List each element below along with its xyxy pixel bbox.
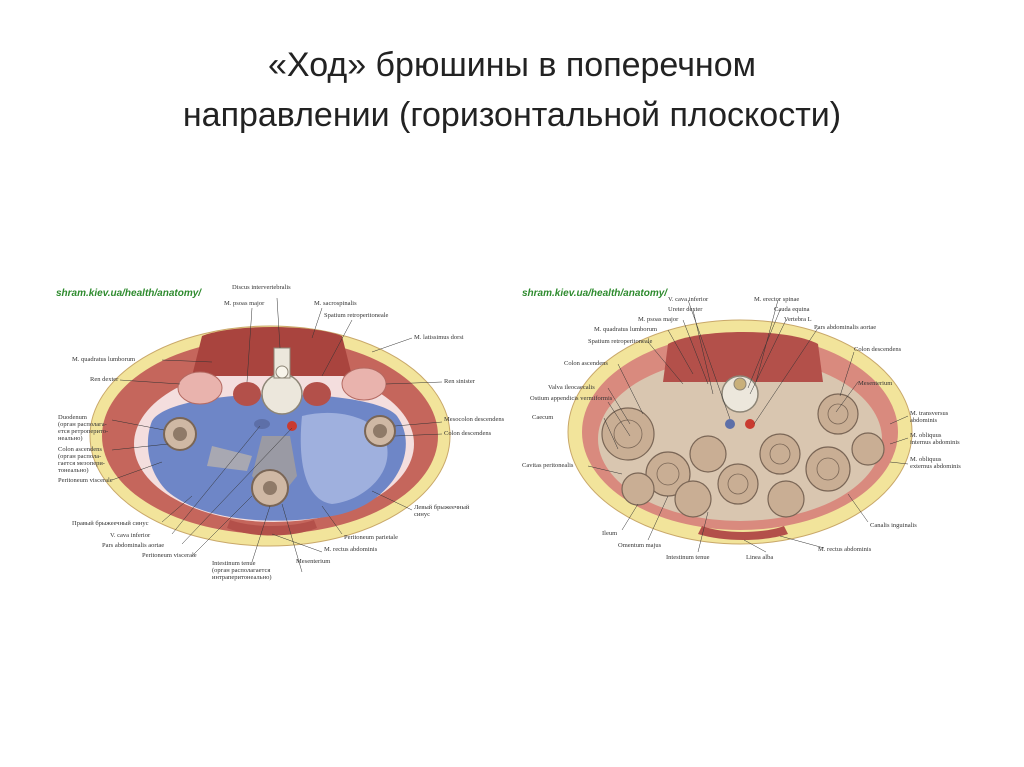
label-r-caecum: Caecum — [532, 414, 554, 421]
left-cross-section-figure: shram.kiev.ua/health/anatomy/ Discus int… — [52, 276, 505, 588]
slide-title-line-2: направлении (горизонтальной плоскости) — [182, 96, 842, 134]
label-r-ileum: Ileum — [602, 530, 618, 537]
label-r-vertebra: Vertebra L — [784, 316, 812, 323]
label-right-sinus: Правый брыжеечный синус — [72, 520, 149, 527]
label-r-transversus-1: M. transversus — [910, 410, 949, 417]
label-r-rectus: M. rectus abdominis — [818, 546, 872, 553]
label-colon-descendens: Colon descendens — [444, 430, 492, 437]
label-latissimus: M. latissimus dorsi — [414, 334, 464, 341]
label-intestinum: Intestinum tenue — [212, 560, 256, 567]
label-r-psoas: M. psoas major — [638, 316, 679, 323]
left-cross-section-drawing — [89, 297, 451, 573]
slide-title-line-1: «Ход» брюшины в поперечном — [268, 46, 756, 84]
label-r-cavitas: Cavitas peritonealis — [522, 462, 574, 469]
label-r-obl-ext-2: externus abdominis — [910, 463, 961, 470]
label-duodenum-note-2: ется ретроперито- — [58, 428, 109, 435]
label-ren-sinister: Ren sinister — [444, 378, 475, 385]
label-left-sinus-1: Левый брыжеечный — [414, 504, 470, 511]
label-ren-dexter: Ren dexter — [90, 376, 119, 383]
label-r-obl-ext-1: M. obliquus — [910, 456, 942, 463]
label-duodenum-note-1: (орган располага- — [58, 421, 107, 428]
label-intestinum-note-1: (орган располагается — [212, 567, 271, 574]
label-duodenum-note-3: неально) — [58, 435, 83, 442]
label-peritoneum-parietale: Peritoneum parietale — [344, 534, 398, 541]
slide-title: «Ход» брюшины в поперечном направлении (… — [0, 40, 1024, 140]
label-r-transversus-2: abdominis — [910, 417, 938, 424]
label-r-linea: Linea alba — [746, 554, 774, 561]
label-r-ureter: Ureter dexter — [668, 306, 703, 313]
label-duodenum: Duodenum — [58, 414, 87, 421]
label-r-ostium: Ostium appendicis vermiformis — [530, 395, 613, 402]
label-colon-asc-note-2: гается мезопери- — [58, 460, 105, 467]
label-peritoneum-viscerale: Peritoneum viscerale — [58, 477, 113, 484]
label-r-spatium: Spatium retroperitoneale — [588, 338, 653, 345]
label-psoas: M. psoas major — [224, 300, 265, 307]
label-colon-asc-note-3: тонеально) — [58, 467, 89, 474]
right-cross-section-figure: shram.kiev.ua/health/anatomy/ V. cava in… — [518, 284, 978, 580]
label-sacrospinalis: M. sacrospinalis — [314, 300, 357, 307]
right-watermark: shram.kiev.ua/health/anatomy/ — [522, 288, 668, 299]
label-r-cauda: Cauda equina — [774, 306, 810, 313]
label-r-pars-aorta: Pars abdominalis aortae — [814, 324, 877, 331]
label-intestinum-note-2: интраперитонеально) — [212, 574, 272, 581]
label-aorta: Pars abdominalis aortae — [102, 542, 165, 549]
label-colon-asc-note-1: (орган распола- — [58, 453, 102, 460]
label-r-mesenterium: Mesenterium — [858, 380, 893, 387]
label-r-vcava: V. cava inferior — [668, 296, 709, 303]
label-vcava: V. cava inferior — [110, 532, 151, 539]
label-r-sulcus: Canalis inguinalis — [870, 522, 917, 529]
label-discus: Discus intervertebralis — [232, 284, 291, 291]
label-r-obl-int-2: internus abdominis — [910, 439, 960, 446]
label-mesocolon: Mesocolon descendens — [444, 416, 505, 423]
label-mesenterium: Mesenterium — [296, 558, 331, 565]
label-r-erector: M. erector spinae — [754, 296, 800, 303]
label-colon-ascendens: Colon ascendens — [58, 446, 102, 453]
left-watermark: shram.kiev.ua/health/anatomy/ — [56, 288, 202, 299]
label-r-valva: Valva ileocaecalis — [548, 384, 595, 391]
label-r-omentum: Omentum majus — [618, 542, 662, 549]
label-rectus: M. rectus abdominis — [324, 546, 378, 553]
label-quadratus: M. quadratus lumborum — [72, 356, 136, 363]
label-r-quadratus: M. quadratus lumborum — [594, 326, 658, 333]
label-peritoneum-viscerale-2: Peritoneum viscerale — [142, 552, 197, 559]
label-r-colon-desc: Colon descendens — [854, 346, 902, 353]
label-r-obl-int-1: M. obliquus — [910, 432, 942, 439]
right-cross-section-drawing — [567, 299, 913, 553]
label-r-intestinum: Intestinum tenue — [666, 554, 710, 561]
label-spatium: Spatium retroperitoneale — [324, 312, 389, 319]
label-r-colon-asc: Colon ascendens — [564, 360, 608, 367]
label-left-sinus-2: синус — [414, 511, 430, 518]
